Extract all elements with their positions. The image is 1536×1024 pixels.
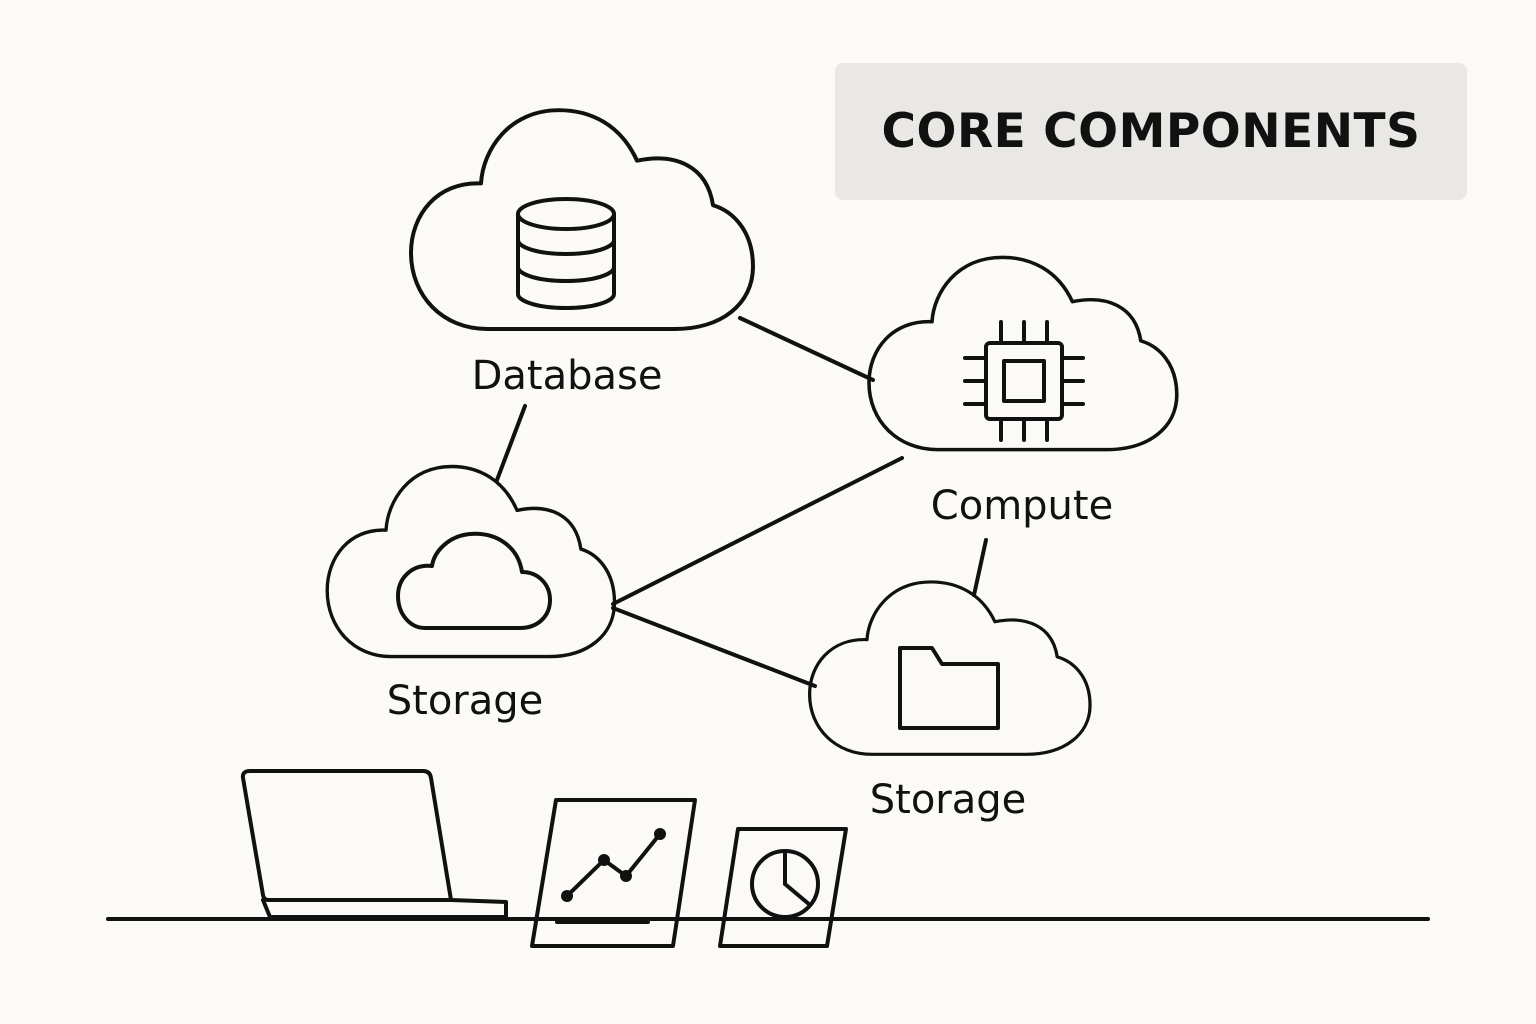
compute-node [867,255,1179,452]
pie-chart-tablet-icon [718,827,848,948]
cloud-icon [396,531,552,630]
database-node [409,108,755,331]
page-title: CORE COMPONENTS [881,104,1421,159]
edge-compute-storage-right [972,538,988,597]
title-banner: CORE COMPONENTS [835,63,1467,200]
storage-right-label: Storage [869,777,1027,823]
edge-database-storage-left [495,404,527,482]
edges [495,316,988,688]
edge-storage-left-storage-right [611,606,817,688]
cloud-outline [409,108,755,331]
cpu-chip-icon [963,320,1085,442]
database-label: Database [471,353,663,399]
edge-storage-left-compute [611,456,904,606]
database-icon [516,197,616,310]
storage-right-node [807,580,1092,756]
storage-left-node [325,464,617,659]
storage-left-label: Storage [386,678,544,724]
line-chart-tablet-icon [530,798,697,948]
laptop-icon [240,769,508,919]
folder-icon [898,646,1000,730]
edge-database-compute [738,316,875,382]
compute-label: Compute [930,483,1114,529]
